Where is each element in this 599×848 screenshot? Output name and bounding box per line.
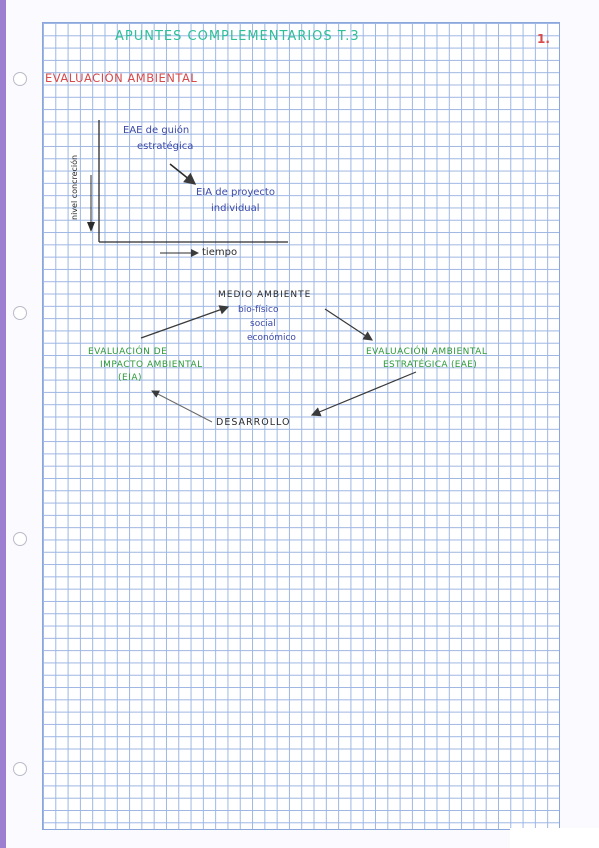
medio-ambiente-sub: social: [250, 319, 276, 329]
eia-label: EIA de proyecto: [196, 187, 275, 198]
margin-border: [0, 0, 6, 848]
arrow-eae-to-desarrollo: [310, 371, 417, 417]
desarrollo-node: DESARROLLO: [216, 417, 291, 428]
medio-ambiente-title: MEDIO AMBIENTE: [218, 290, 312, 300]
eae-node-line1: EVALUACIÓN AMBIENTAL: [366, 347, 488, 357]
punch-hole: [13, 306, 27, 320]
eae-label: EAE de guión: [123, 125, 190, 136]
eia-label-sub: individual: [211, 203, 260, 214]
eia-node-line1: EVALUACIÓN DE: [88, 347, 168, 357]
section-heading: EVALUACIÓN AMBIENTAL: [45, 71, 198, 85]
torn-corner: [510, 828, 599, 848]
x-axis-label: tiempo: [202, 247, 238, 258]
eia-node-line3: (EIA): [118, 373, 143, 383]
punch-hole: [13, 72, 27, 86]
y-axis-label: nivel concreción: [70, 154, 79, 220]
eae-label-sub: estratégica: [137, 141, 194, 152]
arrow-desarrollo-to-eia: [151, 390, 213, 423]
grid-paper: [42, 22, 560, 830]
page-number: 1.: [537, 32, 550, 46]
punch-hole: [13, 762, 27, 776]
eae-eia-arrow: [169, 163, 197, 185]
arrow-eia-to-medio: [140, 305, 230, 339]
medio-ambiente-sub: bio-físico: [238, 305, 279, 315]
arrow-medio-to-eae: [324, 308, 374, 341]
eae-node-line2: ESTRATÉGICA (EAE): [383, 360, 478, 370]
medio-ambiente-sub: económico: [247, 333, 296, 343]
eia-node-line2: IMPACTO AMBIENTAL: [100, 360, 203, 370]
page-title: APUNTES COMPLEMENTARIOS T.3: [115, 29, 360, 44]
punch-hole: [13, 532, 27, 546]
